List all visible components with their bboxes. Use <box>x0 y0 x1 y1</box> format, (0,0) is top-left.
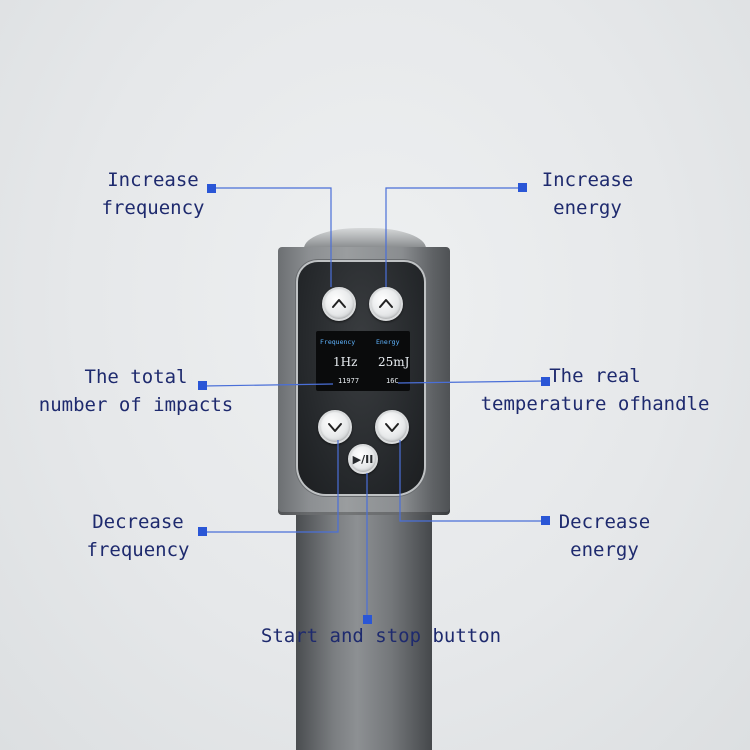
leader-real-temperature <box>397 380 546 384</box>
play-pause-icon: ▶/II <box>352 452 374 466</box>
callout-total-impacts: The total number of impacts <box>20 363 252 419</box>
marker-increase-frequency <box>207 184 216 193</box>
screen-temperature-value: 16C <box>386 377 399 385</box>
leader-decrease-frequency <box>202 440 339 533</box>
marker-total-impacts <box>198 381 207 390</box>
increase-energy-button[interactable] <box>369 287 403 321</box>
callout-line: frequency <box>101 197 205 219</box>
callout-line: Start and stop button <box>260 625 502 647</box>
screen-impacts-value: 11977 <box>338 377 360 385</box>
callout-increase-frequency: Increase frequency <box>88 166 218 222</box>
marker-decrease-energy <box>541 516 550 525</box>
marker-real-temperature <box>541 377 550 386</box>
chevron-up-icon <box>332 299 346 308</box>
callout-line: temperature ofhandle <box>480 393 710 415</box>
callout-real-temperature: The real temperature ofhandle <box>460 362 730 418</box>
decrease-energy-button[interactable] <box>375 410 409 444</box>
leader-increase-energy <box>385 187 521 287</box>
callout-decrease-frequency: Decrease frequency <box>76 508 200 564</box>
device-handle-pole <box>296 505 432 750</box>
screen-frequency-label: Frequency <box>320 338 356 346</box>
chevron-down-icon <box>328 423 342 432</box>
callout-line: Decrease <box>558 511 651 533</box>
marker-decrease-frequency <box>198 527 207 536</box>
screen-energy-label: Energy <box>376 338 400 346</box>
leader-decrease-energy <box>399 440 545 522</box>
callout-line: The real <box>549 365 641 387</box>
start-stop-button[interactable]: ▶/II <box>348 444 378 474</box>
callout-line: Decrease <box>92 511 184 533</box>
callout-increase-energy: Increase energy <box>530 166 645 222</box>
marker-increase-energy <box>518 183 527 192</box>
callout-line: frequency <box>86 539 190 561</box>
chevron-up-icon <box>379 299 393 308</box>
screen-frequency-value: 1Hz <box>333 355 358 369</box>
leader-total-impacts <box>202 383 334 387</box>
oled-display: Frequency Energy 1Hz 25mJ 11977 16C <box>316 331 410 391</box>
leader-increase-frequency <box>213 187 332 287</box>
callout-line: The total <box>84 366 188 388</box>
decrease-frequency-button[interactable] <box>318 410 352 444</box>
chevron-down-icon <box>385 423 399 432</box>
callout-line: number of impacts <box>38 394 234 416</box>
callout-line: energy <box>553 197 622 219</box>
screen-energy-value: 25mJ <box>378 355 410 369</box>
marker-start-stop <box>363 615 372 624</box>
callout-line: Increase <box>541 169 634 191</box>
callout-start-stop: Start and stop button <box>236 622 526 650</box>
callout-decrease-energy: Decrease energy <box>547 508 662 564</box>
callout-line: energy <box>570 539 639 561</box>
increase-frequency-button[interactable] <box>322 287 356 321</box>
callout-line: Increase <box>107 169 199 191</box>
